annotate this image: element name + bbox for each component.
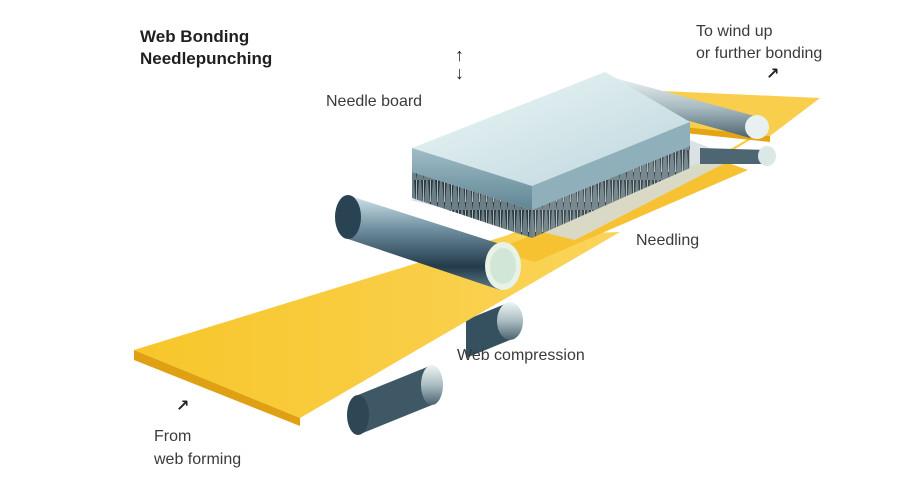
- to-wind-up-label-line-2: or further bonding: [696, 45, 823, 62]
- from-label-line-1: From: [154, 428, 192, 445]
- output-direction-arrow-icon: ↗: [766, 66, 780, 83]
- lower-roller-compression: [466, 302, 523, 358]
- needle-board: [412, 72, 690, 238]
- compression-roller-top: [335, 195, 521, 290]
- to-wind-up-label-line-1: To wind up: [696, 23, 773, 40]
- from-label-line-2: web forming: [154, 451, 242, 468]
- diagram-title: Web Bonding Needlepunching: [140, 26, 272, 70]
- up-down-arrow-icon: ↑↓: [455, 45, 464, 83]
- title-line-1: Web Bonding: [140, 27, 250, 46]
- output-roller-bottom: [700, 146, 776, 166]
- needling-label: Needling: [636, 232, 700, 249]
- needle-board-label: Needle board: [326, 93, 423, 110]
- input-direction-arrow-icon: ↗: [176, 398, 190, 415]
- web-compression-label: Web compression: [457, 347, 585, 364]
- lower-roller-input: [347, 365, 443, 435]
- title-line-2: Needlepunching: [140, 49, 273, 68]
